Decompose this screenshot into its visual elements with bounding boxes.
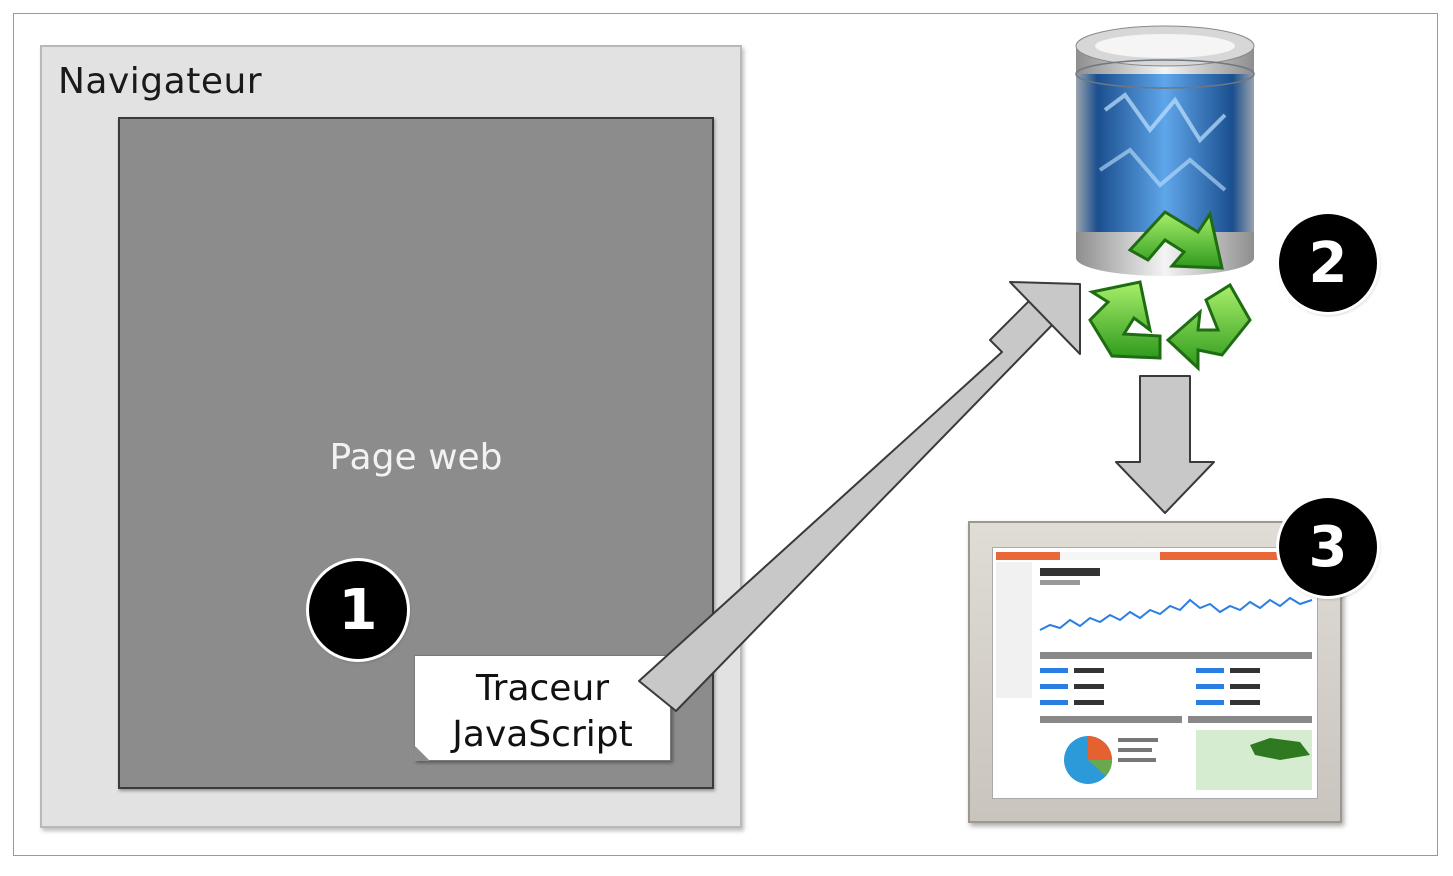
recycle-icon <box>1088 210 1252 372</box>
report-arrow <box>1115 375 1215 514</box>
step-badge-1: 1 <box>309 561 407 659</box>
step-badge-3: 3 <box>1279 498 1377 596</box>
webpage-label: Page web <box>329 437 503 478</box>
javascript-tracker-note: Traceur JavaScript <box>414 655 671 761</box>
upload-arrow-head <box>1009 281 1081 355</box>
step-badge-2: 2 <box>1279 214 1377 312</box>
tracker-label-line1: Traceur <box>475 668 610 709</box>
dashboard-screen <box>992 547 1318 799</box>
page-fold <box>414 745 430 761</box>
tracker-label-line2: JavaScript <box>452 714 633 755</box>
browser-title: Navigateur <box>58 61 263 102</box>
